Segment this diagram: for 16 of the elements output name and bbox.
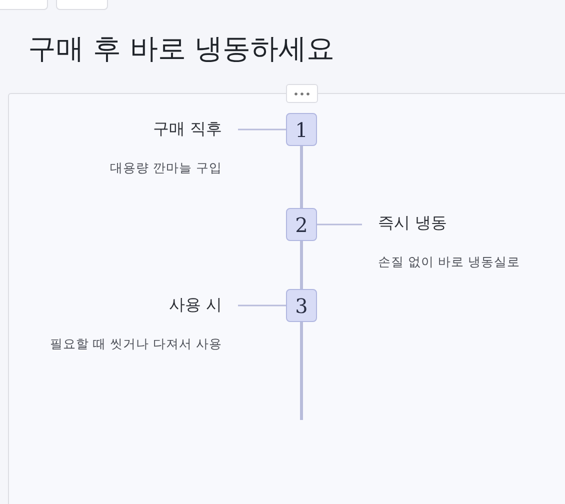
step-description: 필요할 때 씻거나 다져서 사용 — [50, 335, 222, 353]
timeline-line — [300, 146, 303, 208]
step-number-box: 2 — [286, 208, 317, 241]
timeline-line — [300, 322, 303, 420]
step-description: 손질 없이 바로 냉동실로 — [378, 253, 520, 271]
step-number-box: 3 — [286, 289, 317, 322]
step-description: 대용량 깐마늘 구입 — [110, 159, 222, 177]
step-number-box: 1 — [286, 113, 317, 146]
leader-line — [238, 304, 286, 306]
step-heading: 구매 직후 — [152, 118, 222, 140]
leader-line — [238, 128, 286, 130]
step-heading: 즉시 냉동 — [378, 212, 448, 234]
step-heading: 사용 시 — [168, 294, 222, 316]
diagram-title: 구매 후 바로 냉동하세요 — [28, 31, 335, 67]
leader-line — [317, 224, 362, 226]
timeline-line — [300, 241, 303, 289]
